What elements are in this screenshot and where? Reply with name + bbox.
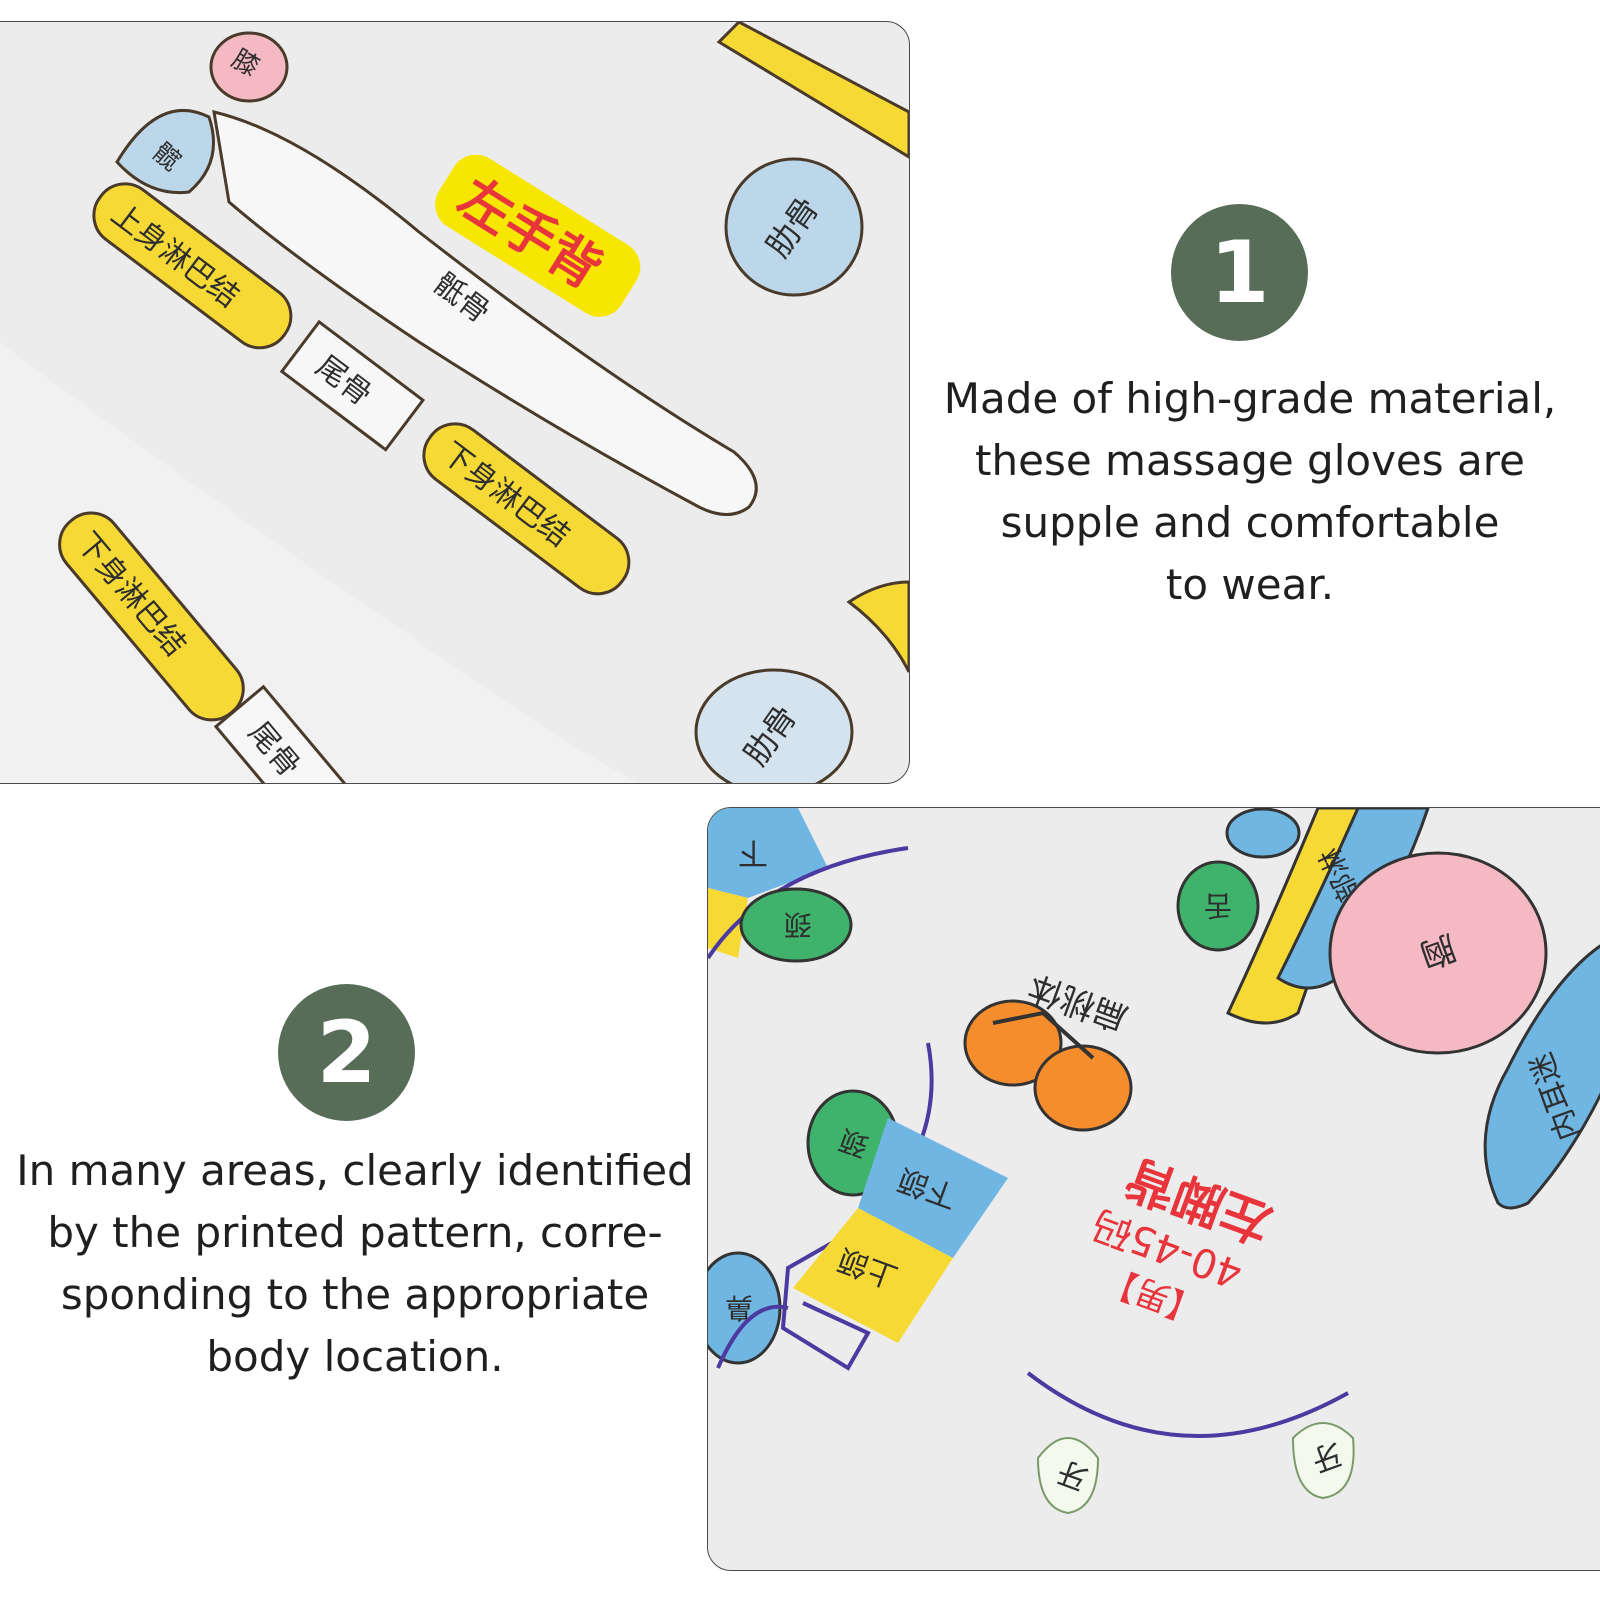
contour-top bbox=[708, 846, 909, 960]
contour-bottom bbox=[1026, 1371, 1349, 1438]
top-left-yellow bbox=[708, 888, 748, 958]
neck-zone-top bbox=[739, 887, 853, 963]
top-right-band bbox=[716, 22, 909, 159]
tailbone-zone-2: 尾骨 bbox=[213, 684, 350, 783]
lower-jaw-zone bbox=[858, 1118, 1008, 1258]
finger-outline bbox=[212, 110, 758, 516]
feature-2-line-2: by the printed pattern, corre- bbox=[47, 1208, 663, 1257]
feature-1-line-2: these massage gloves are bbox=[975, 436, 1525, 485]
upper-jaw-zone bbox=[793, 1208, 953, 1343]
tonsil-left bbox=[963, 999, 1063, 1087]
foot-title-block: 【男】 40-45码 左脚背 bbox=[1086, 1148, 1279, 1331]
feature-1-line-1: Made of high-grade material, bbox=[943, 374, 1557, 423]
top-left-band bbox=[708, 808, 828, 898]
top-left-label: 下 bbox=[738, 835, 768, 870]
feature-1-line-3: supple and comfortable bbox=[1000, 498, 1500, 547]
feature-1-badge: 1 bbox=[1171, 204, 1308, 341]
knee-zone bbox=[209, 31, 289, 103]
green-zone-label: 舌 bbox=[1204, 889, 1232, 922]
rib-zone-2 bbox=[694, 668, 854, 783]
tooth-left bbox=[1036, 1437, 1100, 1515]
feature-2-caption: In many areas, clearly identified by the… bbox=[10, 1140, 700, 1388]
feature-2-line-1: In many areas, clearly identified bbox=[16, 1146, 694, 1195]
hand-chart-photo: 膝 髋 上身淋巴结 尾骨 下身淋巴结 骶骨 左手背 肋骨 bbox=[0, 21, 910, 784]
foot-chart-illustration: 下 颈 扁桃体 舌 胸部淋 胸 内耳迷 颈 下颌 上颌 鼻 bbox=[708, 808, 1600, 1515]
feature-2-line-4: body location. bbox=[206, 1332, 504, 1381]
bottom-right-band bbox=[846, 580, 909, 673]
tonsil-link bbox=[992, 1010, 1095, 1060]
contour-nose bbox=[716, 1304, 789, 1369]
feature-1-line-4: to wear. bbox=[1165, 560, 1335, 609]
tooth-right bbox=[1291, 1422, 1355, 1500]
feature-2-number: 2 bbox=[316, 1002, 377, 1103]
hand-chart-illustration: 膝 髋 上身淋巴结 尾骨 下身淋巴结 骶骨 左手背 肋骨 bbox=[0, 22, 909, 783]
inner-ear-zone bbox=[1483, 944, 1600, 1210]
tonsil-right bbox=[1033, 1044, 1133, 1132]
feature-1-caption: Made of high-grade material, these massa… bbox=[925, 368, 1575, 616]
hip-zone bbox=[115, 108, 215, 195]
neck-label-top: 颈 bbox=[784, 908, 812, 941]
green-zone-mid bbox=[1176, 860, 1260, 952]
feature-2-line-3: sponding to the appropriate bbox=[60, 1270, 650, 1319]
rib-zone bbox=[724, 157, 864, 297]
tailbone-zone: 尾骨 bbox=[279, 319, 426, 452]
chest-zone bbox=[1328, 851, 1548, 1055]
feature-1-number: 1 bbox=[1209, 222, 1270, 323]
foot-chart-photo: 下 颈 扁桃体 舌 胸部淋 胸 内耳迷 颈 下颌 上颌 鼻 bbox=[707, 807, 1600, 1571]
blue-zone-small bbox=[1225, 808, 1301, 859]
feature-2-badge: 2 bbox=[278, 984, 415, 1121]
